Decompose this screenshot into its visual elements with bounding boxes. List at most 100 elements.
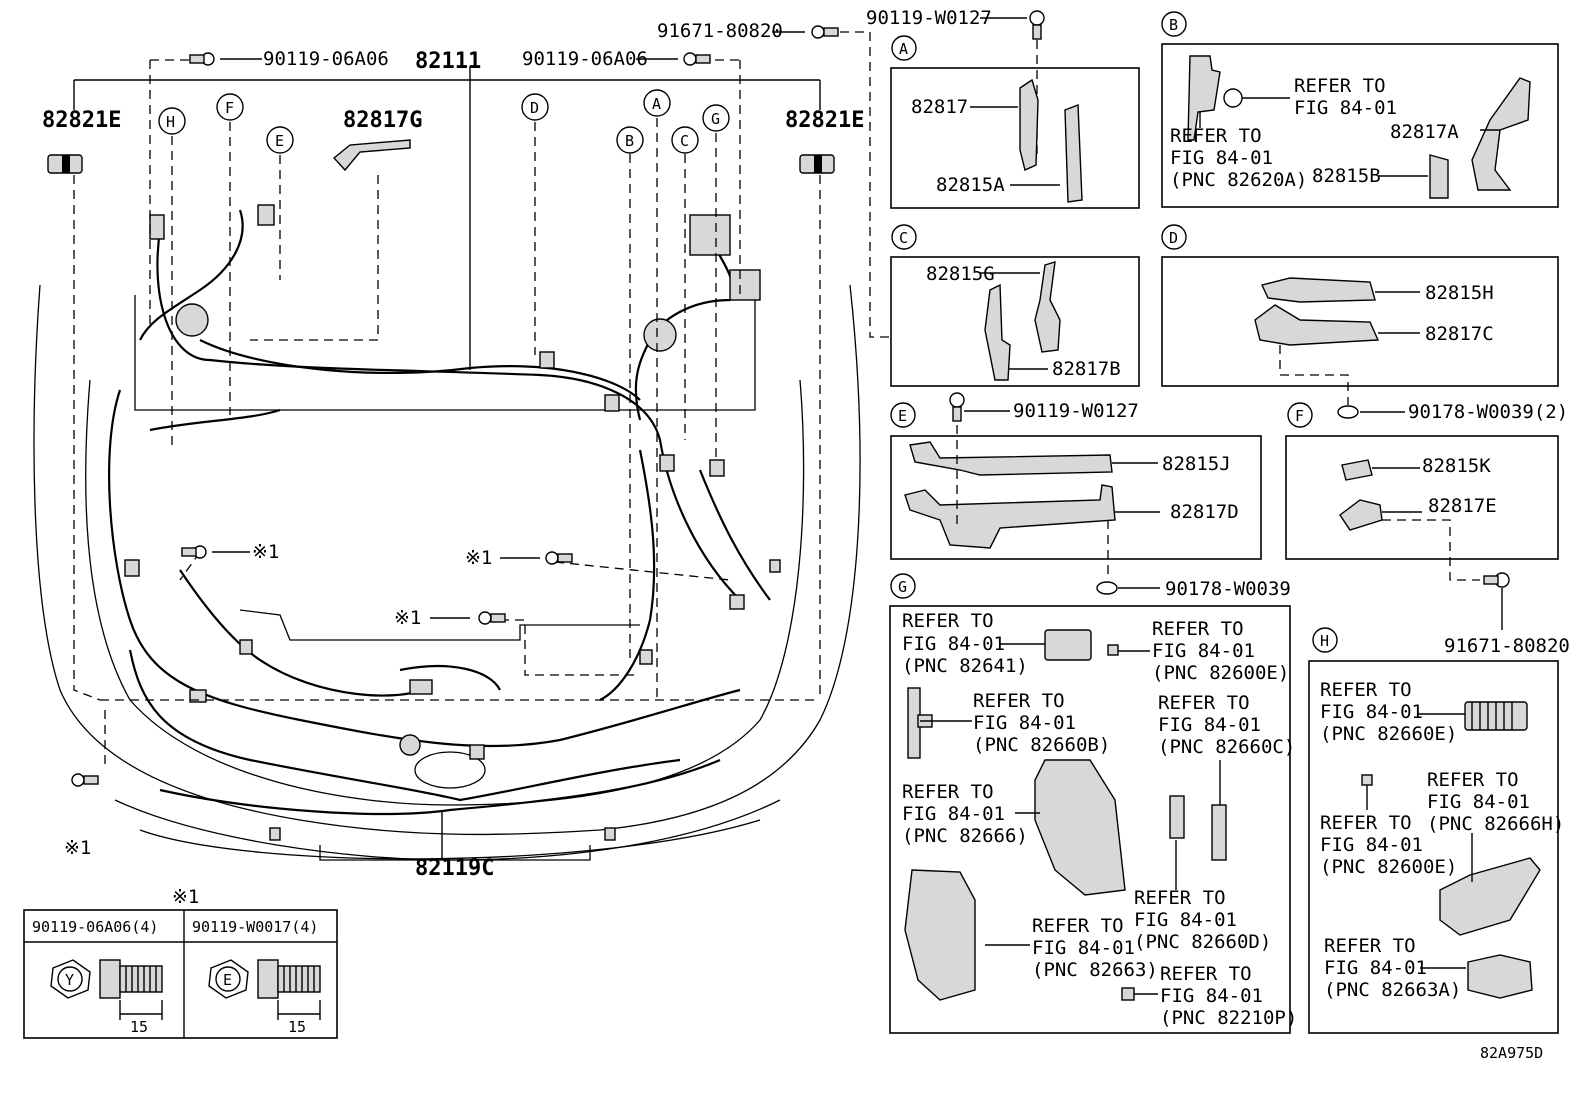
panel-f: F 90178-W0039(2) 82815K 82817E 91671-808… [1285, 401, 1570, 657]
section-marker-b[interactable]: B [616, 126, 644, 154]
bolt-icon [181, 545, 207, 559]
svg-text:FIG 84-01: FIG 84-01 [1134, 909, 1237, 931]
panel-b-ref2-l3: (PNC 82620A) [1170, 169, 1307, 191]
panel-g: G REFER TO FIG 84-01 (PNC 82641) REFER T… [889, 573, 1297, 1034]
svg-text:REFER TO: REFER TO [1152, 618, 1244, 640]
note-mark: ※1 [465, 547, 492, 569]
svg-text:(PNC 82666H): (PNC 82666H) [1427, 813, 1564, 835]
svg-text:FIG 84-01: FIG 84-01 [1324, 957, 1427, 979]
left-cover-label: 82821E [42, 108, 121, 133]
svg-text:(PNC 82600E): (PNC 82600E) [1152, 662, 1289, 684]
panel-e-label-2: 82817D [1170, 501, 1239, 523]
svg-text:(PNC 82660E): (PNC 82660E) [1320, 723, 1457, 745]
svg-text:(PNC 82641): (PNC 82641) [902, 655, 1028, 677]
svg-text:FIG 84-01: FIG 84-01 [973, 712, 1076, 734]
right-cover-label: 82821E [785, 108, 864, 133]
svg-text:(PNC 82660D): (PNC 82660D) [1134, 931, 1271, 953]
panel-f-label-1: 82815K [1422, 455, 1491, 477]
svg-text:(PNC 82663A): (PNC 82663A) [1324, 979, 1461, 1001]
bolt-left-label: 90119-06A06 [263, 48, 389, 70]
panel-c-letter: C [899, 229, 908, 247]
fastener-col2-length: 15 [288, 1018, 306, 1036]
svg-text:REFER TO: REFER TO [1134, 887, 1226, 909]
svg-text:F: F [225, 99, 234, 117]
panel-a-letter: A [899, 40, 908, 58]
panel-d-label-1: 82815H [1425, 282, 1494, 304]
section-marker-f[interactable]: F [216, 93, 244, 121]
bolt-right-label: 90119-06A06 [522, 48, 648, 70]
note-mark: ※1 [64, 837, 91, 859]
section-marker-e[interactable]: E [266, 126, 294, 154]
svg-text:REFER TO: REFER TO [902, 610, 994, 632]
panel-a: A 90119-W0127 82817 82815A [866, 7, 1140, 209]
note-mark: ※1 [394, 607, 421, 629]
svg-text:FIG 84-01: FIG 84-01 [1320, 834, 1423, 856]
panel-b-label-82817a: 82817A [1390, 121, 1459, 143]
section-marker-a[interactable]: A [643, 89, 671, 117]
panel-a-label-1: 82817 [911, 96, 968, 118]
svg-text:REFER TO: REFER TO [1320, 812, 1412, 834]
svg-text:(PNC 82660B): (PNC 82660B) [973, 734, 1110, 756]
svg-text:REFER TO: REFER TO [1160, 963, 1252, 985]
main-assembly: 82111 82821E 82821E 82817G 90119-06A06 9… [33, 20, 890, 881]
svg-text:E: E [223, 971, 232, 989]
panel-a-label-2: 82815A [936, 174, 1005, 196]
panel-e: E 90119-W0127 82815J 82817D 90178-W0039 [890, 392, 1291, 600]
harness-label: 82111 [415, 49, 481, 74]
clip-icon [1337, 405, 1359, 419]
svg-text:FIG 84-01: FIG 84-01 [1032, 937, 1135, 959]
svg-text:(PNC 82600E): (PNC 82600E) [1320, 856, 1457, 878]
svg-text:E: E [275, 132, 284, 150]
svg-text:(PNC 82660C): (PNC 82660C) [1158, 736, 1295, 758]
panel-f-clip-label: 90178-W0039(2) [1408, 401, 1568, 423]
svg-text:REFER TO: REFER TO [1032, 915, 1124, 937]
diagram-code: 82A975D [1480, 1044, 1543, 1062]
bolt-icon [811, 25, 839, 39]
panel-d-label-2: 82817C [1425, 323, 1494, 345]
hex-head-y-icon: Y [50, 959, 91, 999]
svg-text:D: D [530, 99, 539, 117]
clip-icon [1096, 581, 1118, 595]
panel-e-letter: E [898, 407, 907, 425]
svg-text:FIG 84-01: FIG 84-01 [1320, 701, 1423, 723]
fastener-col2-header: 90119-W0017(4) [192, 918, 318, 936]
bolt-icon [683, 52, 711, 66]
panel-b: B REFER TO FIG 84-01 REFER TO FIG 84-01 … [1161, 11, 1559, 208]
bolt-icon [1483, 572, 1510, 588]
svg-text:B: B [625, 132, 634, 150]
section-marker-c[interactable]: C [671, 126, 699, 154]
svg-text:(PNC 82210P): (PNC 82210P) [1160, 1007, 1297, 1029]
cover-left-icon [47, 154, 83, 174]
bolt-icon [478, 611, 506, 625]
panel-c-label-1: 82815G [926, 263, 995, 285]
section-marker-d[interactable]: D [521, 93, 549, 121]
svg-text:G: G [711, 110, 720, 128]
lower-harness-label: 82119C [415, 856, 494, 881]
panel-e-label-1: 82815J [1162, 453, 1231, 475]
svg-text:FIG 84-01: FIG 84-01 [902, 633, 1005, 655]
svg-text:FIG 84-01: FIG 84-01 [1152, 640, 1255, 662]
panel-a-bolt-label: 90119-W0127 [866, 7, 992, 29]
svg-text:(PNC 82666): (PNC 82666) [902, 825, 1028, 847]
panel-f-bolt-label: 91671-80820 [1444, 635, 1570, 657]
panel-b-ref2-l2: FIG 84-01 [1170, 147, 1273, 169]
panel-c-label-2: 82817B [1052, 358, 1121, 380]
bolt-side-view-icon [257, 959, 321, 1020]
svg-text:C: C [680, 132, 689, 150]
panel-f-label-2: 82817E [1428, 495, 1497, 517]
fastener-col1-length: 15 [130, 1018, 148, 1036]
svg-text:REFER TO: REFER TO [1320, 679, 1412, 701]
svg-text:REFER TO: REFER TO [1324, 935, 1416, 957]
panel-d-letter: D [1169, 229, 1178, 247]
panel-g-letter: G [898, 578, 907, 596]
section-marker-g[interactable]: G [702, 104, 730, 132]
svg-text:FIG 84-01: FIG 84-01 [902, 803, 1005, 825]
bolt-icon [189, 52, 215, 66]
panel-b-label-82815b: 82815B [1312, 165, 1381, 187]
panel-c: C 82815G 82817B [890, 224, 1140, 387]
panel-h: H REFER TO FIG 84-01 (PNC 82660E) REFER … [1308, 627, 1564, 1034]
section-marker-h[interactable]: H [158, 107, 186, 135]
svg-text:H: H [166, 113, 175, 131]
bolt-side-view-icon [99, 959, 163, 1020]
